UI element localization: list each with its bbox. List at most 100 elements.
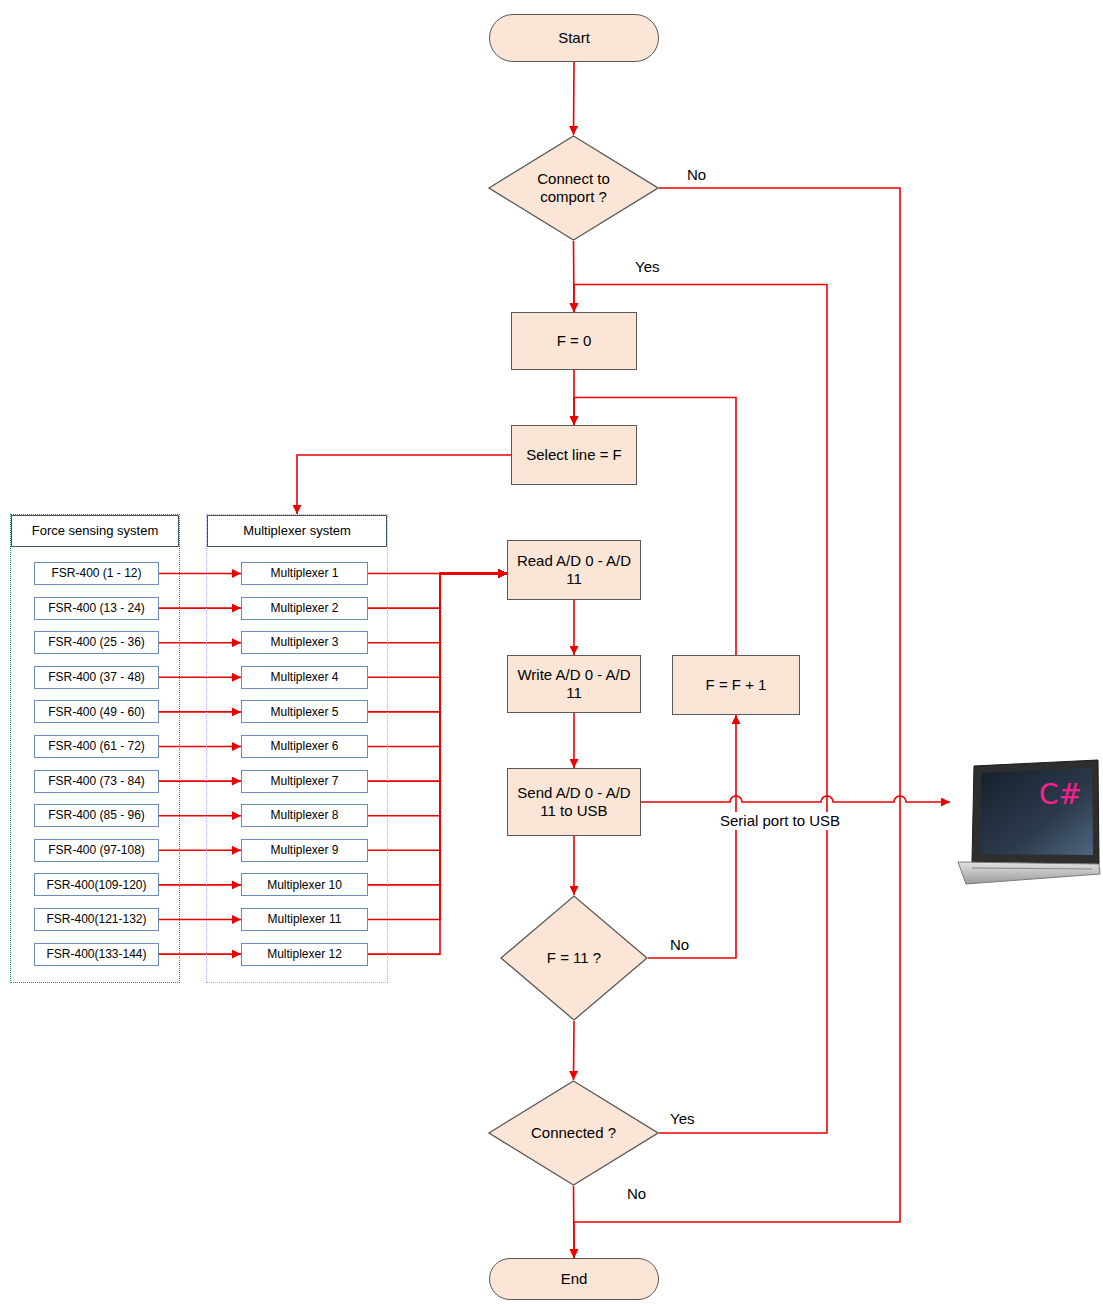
sensor-box: FSR-400 (61 - 72): [34, 735, 159, 758]
flow-arrow: [368, 574, 507, 782]
node-text: FSR-400 (13 - 24): [48, 601, 145, 615]
flow-arrow: [159, 919, 241, 921]
multiplexer-box: Multiplexer 1: [241, 562, 368, 585]
flow-arrow: [368, 574, 507, 712]
node-text: F = F + 1: [706, 676, 767, 694]
flow-arrow: [159, 642, 241, 644]
node-text: Multiplexer 10: [267, 878, 342, 892]
sensor-box: FSR-400 (49 - 60): [34, 700, 159, 723]
flow-arrow: [368, 574, 507, 747]
edge-label: No: [685, 166, 708, 184]
flow-arrow: [368, 574, 507, 920]
flow-arrow: [368, 574, 507, 885]
band-header: Force sensing system: [11, 515, 179, 547]
node-text: Multiplexer 11: [268, 912, 342, 926]
flow-arrow: [159, 573, 241, 575]
node-text: Start: [558, 29, 590, 47]
node-text: FSR-400(109-120): [46, 878, 146, 892]
node-text: Multiplexer 1: [270, 566, 338, 580]
node-text: FSR-400 (73 - 84): [48, 774, 145, 788]
flow-arrow: [159, 849, 241, 851]
process-box: Select line = F: [511, 425, 637, 485]
sensor-box: FSR-400(133-144): [34, 943, 159, 966]
flow-arrow: [573, 600, 575, 655]
sensor-box: FSR-400 (85 - 96): [34, 804, 159, 827]
node-text: Multiplexer 2: [270, 601, 338, 615]
multiplexer-box: Multiplexer 12: [241, 943, 368, 966]
flow-arrow: [297, 455, 511, 514]
node-text: FSR-400 (97-108): [48, 843, 145, 857]
flow-arrow: [573, 713, 575, 768]
node-text: Multiplexer 7: [270, 774, 338, 788]
node-text: F = 0: [557, 332, 592, 350]
edge-label: Yes: [633, 258, 661, 276]
group-band: Multiplexer systemMultiplexer 1Multiplex…: [206, 514, 388, 983]
process-box: Write A/D 0 - A/D 11: [507, 655, 641, 713]
process-box: Read A/D 0 - A/D 11: [507, 540, 641, 600]
node-text: FSR-400(133-144): [46, 947, 146, 961]
flow-arrow: [159, 711, 241, 713]
flow-arrow: [368, 574, 507, 609]
flow-arrow: [573, 836, 575, 895]
decision-diamond: Connected ?: [488, 1080, 659, 1186]
node-text: FSR-400 (25 - 36): [48, 635, 145, 649]
node-text: FSR-400 (1 - 12): [51, 566, 141, 580]
flow-arrow: [159, 746, 241, 748]
multiplexer-box: Multiplexer 11: [241, 908, 368, 931]
sensor-box: FSR-400 (97-108): [34, 839, 159, 862]
edge-label: No: [668, 936, 691, 954]
sensor-box: FSR-400 (25 - 36): [34, 631, 159, 654]
multiplexer-box: Multiplexer 6: [241, 735, 368, 758]
flow-arrow: [368, 574, 507, 678]
flow-arrow: [573, 1186, 575, 1258]
node-text: Multiplexer 3: [270, 635, 338, 649]
flow-arrow: [368, 574, 507, 955]
node-text: Select line = F: [526, 446, 621, 464]
sensor-box: FSR-400 (37 - 48): [34, 666, 159, 689]
edge-label: Serial port to USB: [718, 812, 842, 830]
node-text: Multiplexer 6: [270, 739, 338, 753]
node-text: FSR-400 (85 - 96): [48, 808, 145, 822]
flow-arrow: [159, 676, 241, 678]
node-text: End: [561, 1270, 588, 1288]
edge-label: Yes: [668, 1110, 696, 1128]
flow-arrow: [159, 815, 241, 817]
flow-arrow: [368, 574, 507, 643]
node-text: C#: [1039, 778, 1082, 812]
node-text: Send A/D 0 - A/D 11 to USB: [508, 784, 640, 820]
multiplexer-box: Multiplexer 8: [241, 804, 368, 827]
multiplexer-box: Multiplexer 7: [241, 770, 368, 793]
group-band: Force sensing systemFSR-400 (1 - 12) FSR-…: [10, 514, 180, 983]
node-text: F = 11 ?: [547, 949, 601, 967]
multiplexer-box: Multiplexer 5: [241, 700, 368, 723]
terminal-box: Start: [489, 14, 659, 62]
node-text: Multiplexer 9: [270, 843, 338, 857]
process-box: F = F + 1: [672, 655, 800, 715]
multiplexer-box: Multiplexer 10: [241, 873, 368, 896]
node-text: Connected ?: [531, 1124, 616, 1142]
flow-arrow: [648, 715, 736, 958]
edge-label: No: [625, 1185, 648, 1203]
laptop-computer: C#: [950, 760, 1100, 886]
node-text: Multiplexer 12: [267, 947, 342, 961]
flow-arrow: [159, 884, 241, 886]
process-box: F = 0: [511, 312, 637, 370]
flow-arrow: [159, 780, 241, 782]
node-text: Multiplexer 8: [270, 808, 338, 822]
node-text: Write A/D 0 - A/D 11: [508, 666, 640, 702]
flow-arrow: [573, 1021, 575, 1080]
sensor-box: FSR-400(121-132): [34, 908, 159, 931]
terminal-box: End: [489, 1258, 659, 1300]
sensor-box: FSR-400(109-120): [34, 873, 159, 896]
flow-arrow: [159, 953, 241, 955]
process-box: Send A/D 0 - A/D 11 to USB: [507, 768, 641, 836]
node-text: FSR-400 (49 - 60): [48, 705, 145, 719]
sensor-box: FSR-400 (73 - 84): [34, 770, 159, 793]
node-text: Multiplexer 4: [270, 670, 338, 684]
flow-arrow: [368, 574, 507, 816]
multiplexer-box: Multiplexer 2: [241, 597, 368, 620]
flow-arrow: [368, 574, 507, 851]
flow-arrow: [159, 607, 241, 609]
multiplexer-box: Multiplexer 3: [241, 631, 368, 654]
node-text: Read A/D 0 - A/D 11: [508, 552, 640, 588]
